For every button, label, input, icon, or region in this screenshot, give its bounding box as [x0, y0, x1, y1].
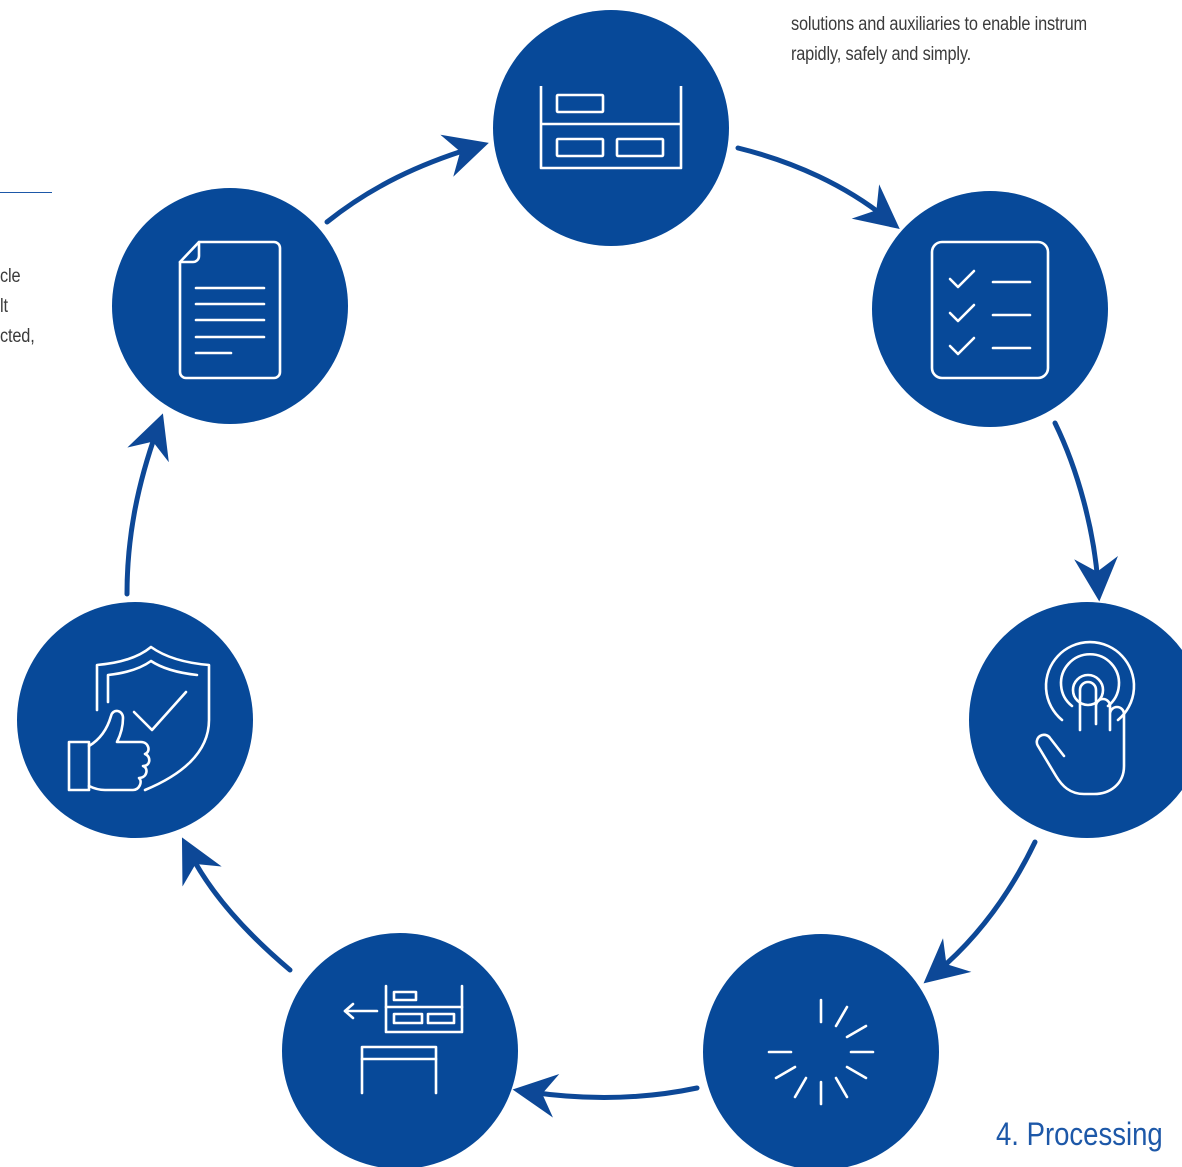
spinner-ray — [845, 1065, 868, 1080]
loading-spinner-icon — [767, 998, 875, 1106]
spinner-ray — [774, 1065, 797, 1080]
cycle-node-unloading — [282, 933, 518, 1167]
cycle-arrows — [124, 134, 1118, 1118]
arrow-5-to-6 — [181, 837, 293, 973]
tray-basket-icon — [539, 86, 683, 170]
document-icon — [178, 240, 282, 380]
arrow-4-to-5 — [512, 1074, 700, 1118]
section-divider — [0, 192, 52, 193]
intro-line-2: rapidly, safely and simply. — [791, 44, 972, 65]
touch-pointer-icon — [1035, 640, 1136, 796]
intro-paragraph: solutions and auxiliaries to enable inst… — [791, 10, 1087, 70]
left-line-2: lt — [0, 296, 8, 317]
step-heading: 4. Processing — [996, 1116, 1163, 1152]
checklist-icon — [930, 240, 1050, 380]
shield-thumbs-up-icon — [67, 645, 211, 792]
arrow-7-to-1 — [324, 134, 489, 225]
left-paragraph: cle lt cted, — [0, 262, 35, 352]
cycle-node-touch — [969, 602, 1182, 838]
basket-unloading-icon — [343, 984, 464, 1095]
cycle-node-processing — [703, 934, 939, 1167]
cycle-node-documentation — [112, 188, 348, 424]
spinner-ray — [793, 1076, 808, 1099]
intro-line-1: solutions and auxiliaries to enable inst… — [791, 14, 1087, 35]
arrow-6-to-7 — [124, 413, 169, 597]
cycle-node-checklist — [872, 191, 1108, 427]
arrow-1-to-2 — [735, 145, 900, 229]
left-line-1: cle — [0, 266, 21, 287]
left-line-3: cted, — [0, 326, 35, 347]
cycle-node-tray — [493, 10, 729, 246]
cycle-node-release — [17, 602, 253, 838]
spinner-ray — [845, 1024, 868, 1039]
spinner-ray — [834, 1005, 849, 1028]
spinner-ray — [834, 1076, 849, 1099]
arrow-2-to-3 — [1052, 420, 1118, 602]
arrow-3-to-4 — [923, 839, 1038, 984]
